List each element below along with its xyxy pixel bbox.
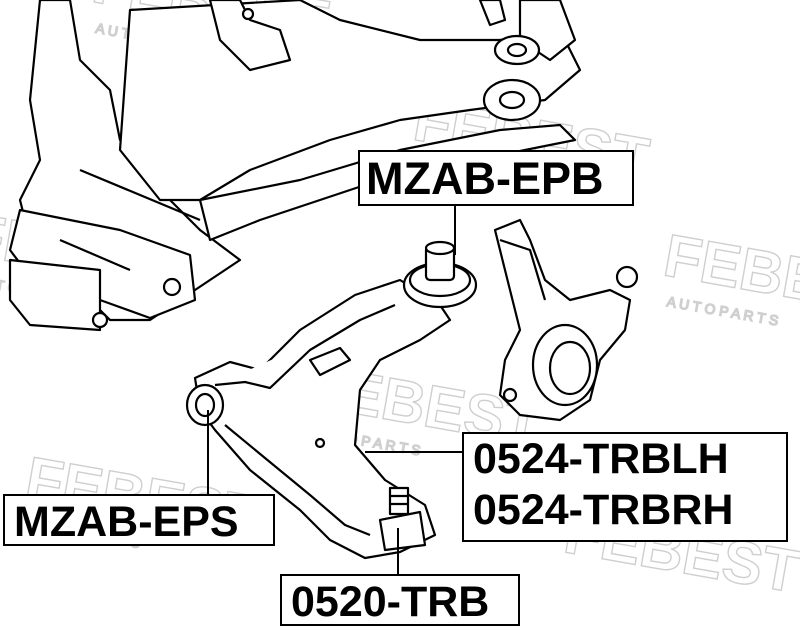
- subframe-drawing: [8, 0, 582, 332]
- steering-knuckle-drawing: [493, 218, 639, 422]
- label-ball-joint: 0520-TRB: [280, 574, 520, 626]
- lower-control-arm-drawing: [185, 240, 478, 560]
- label-control-arm-left: 0524-TRBLH: [473, 435, 729, 483]
- label-control-arm: 0524-TRBLH 0524-TRBRH: [462, 432, 788, 542]
- label-front-bushing: MZAB-EPS: [3, 494, 275, 546]
- leader-lines: [207, 206, 462, 574]
- label-control-arm-right: 0524-TRBRH: [473, 486, 734, 534]
- label-upper-bushing: MZAB-EPB: [358, 150, 634, 206]
